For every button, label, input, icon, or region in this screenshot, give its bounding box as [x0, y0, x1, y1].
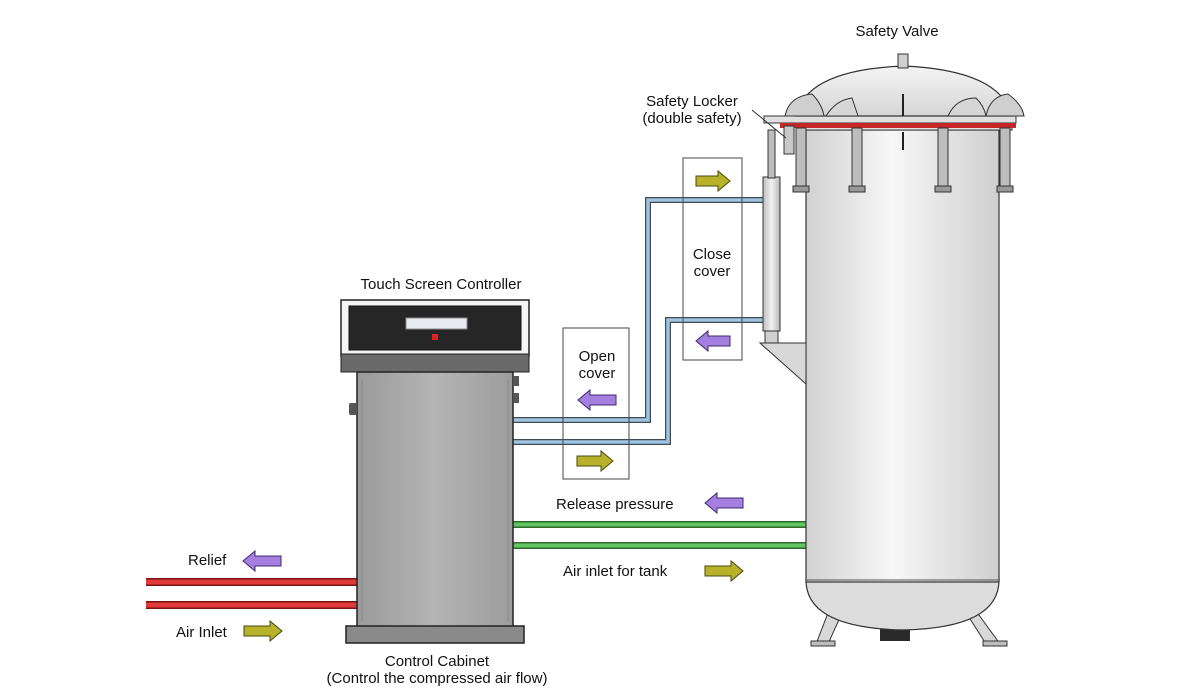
safety-locker-sublabel: (double safety) — [642, 110, 741, 127]
touch-screen-controller-label: Touch Screen Controller — [361, 276, 522, 293]
control-cabinet-label: Control Cabinet — [385, 653, 490, 670]
touch-screen-display — [405, 317, 468, 330]
right-arrow-icon — [704, 559, 744, 583]
lid-bolts — [792, 127, 1014, 193]
close-cover-box — [682, 157, 743, 361]
safety-valve-label: Safety Valve — [855, 23, 938, 40]
control-cabinet — [340, 299, 530, 644]
safety-valve — [897, 53, 909, 69]
pneumatic-cylinder — [762, 176, 781, 332]
open-cover-box — [562, 327, 630, 480]
air-inlet-for-tank-label: Air inlet for tank — [563, 563, 668, 580]
open-cover-label: Open — [579, 348, 616, 365]
red-air-pipes — [146, 578, 358, 609]
right-arrow-icon — [576, 449, 614, 473]
left-arrow-icon — [695, 329, 731, 353]
power-switch-icon — [432, 334, 438, 340]
left-arrow-icon — [704, 491, 744, 515]
safety-locker — [783, 125, 795, 155]
air-inlet-label: Air Inlet — [176, 624, 228, 641]
close-cover-label-2: cover — [694, 263, 731, 280]
blue-air-pipes — [512, 197, 763, 445]
green-air-pipes — [510, 521, 806, 549]
relief-label: Relief — [188, 552, 227, 569]
right-arrow-icon — [243, 619, 283, 643]
left-arrow-icon — [577, 388, 617, 412]
side-knob-icon — [349, 403, 357, 415]
control-cabinet-sublabel: (Control the compressed air flow) — [327, 670, 548, 687]
left-arrow-icon — [242, 549, 282, 573]
safety-locker-label: Safety Locker — [646, 93, 738, 110]
open-cover-label-2: cover — [579, 365, 616, 382]
right-arrow-icon — [695, 169, 731, 193]
pressure-tank — [751, 53, 1025, 647]
release-pressure-label: Release pressure — [556, 496, 674, 513]
close-cover-label: Close — [693, 246, 731, 263]
